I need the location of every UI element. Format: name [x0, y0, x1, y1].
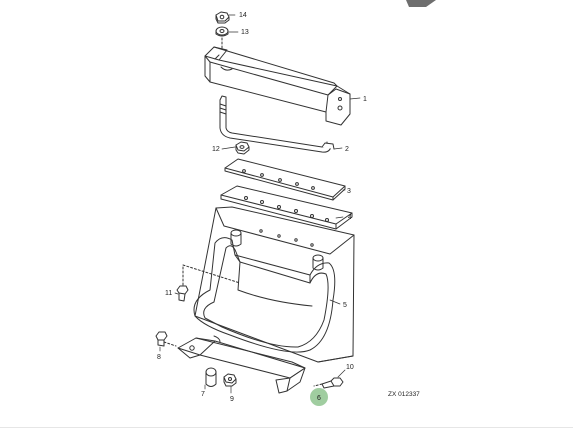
- callout-7: 7: [201, 391, 205, 398]
- part-7-sleeve: [205, 367, 217, 387]
- part-14-nut: [215, 11, 230, 24]
- part-2-u-bolt: [219, 95, 335, 153]
- callout-13: 13: [241, 29, 249, 36]
- corner-graphic: [406, 0, 436, 7]
- drawing-reference-code: ZX 012337: [388, 391, 420, 398]
- part-9-nut: [223, 373, 237, 387]
- callout-9: 9: [230, 396, 234, 403]
- callout-12: 12: [212, 146, 220, 153]
- leader-lines: [159, 14, 361, 394]
- part-10-bolt: [313, 377, 344, 389]
- callout-5: 5: [343, 302, 347, 309]
- part-11-bolt: [176, 264, 241, 302]
- part-4-plate: [220, 185, 353, 230]
- callout-4: 4: [348, 214, 352, 221]
- part-5-cradle: [193, 206, 355, 363]
- part-3-plate: [224, 158, 346, 201]
- callout-8: 8: [157, 354, 161, 361]
- part-12-nut: [235, 141, 250, 155]
- callout-14: 14: [239, 12, 247, 19]
- callout-6: 6: [317, 395, 321, 402]
- part-6-clamp-bracket: [177, 335, 306, 394]
- bottom-divider: [0, 427, 573, 428]
- callout-3: 3: [347, 188, 351, 195]
- part-1-bracket: [204, 46, 351, 126]
- callout-2: 2: [345, 146, 349, 153]
- callout-1: 1: [363, 96, 367, 103]
- part-13-washer: [215, 26, 229, 37]
- highlight-marker[interactable]: [310, 388, 328, 406]
- callout-10: 10: [346, 364, 354, 371]
- part-8-bolt: [155, 331, 177, 347]
- callout-11: 11: [165, 290, 172, 297]
